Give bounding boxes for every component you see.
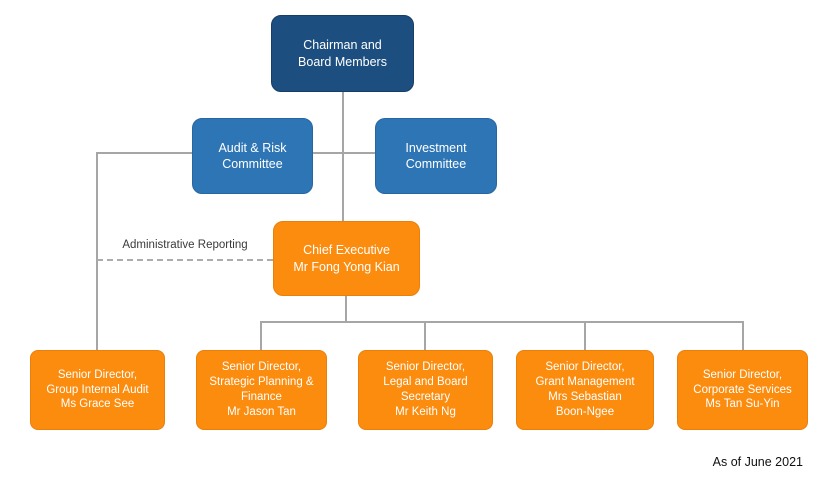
node-label: Investment Committee xyxy=(405,140,467,171)
node-senior-director-legal-board-secretary: Senior Director, Legal and Board Secreta… xyxy=(358,350,493,430)
connector-drop-grant-management xyxy=(584,321,586,350)
node-senior-director-corporate-services: Senior Director, Corporate Services Ms T… xyxy=(677,350,808,430)
connector-between-committees xyxy=(313,152,375,154)
node-audit-risk-committee: Audit & Risk Committee xyxy=(192,118,313,194)
connector-chief-executive-down xyxy=(345,296,347,322)
node-senior-director-grant-management: Senior Director, Grant Management Mrs Se… xyxy=(516,350,654,430)
node-label: Senior Director, Group Internal Audit Ms… xyxy=(46,368,149,411)
connector-left-vertical-to-internal-audit xyxy=(96,152,98,350)
node-label: Chief Executive Mr Fong Yong Kian xyxy=(293,243,400,274)
connector-directors-horizontal xyxy=(260,321,744,323)
node-label: Senior Director, Strategic Planning & Fi… xyxy=(209,361,314,418)
administrative-reporting-label: Administrative Reporting xyxy=(122,239,248,251)
connector-audit-committee-left xyxy=(96,152,192,154)
administrative-reporting-dashed-line xyxy=(97,259,273,261)
connector-chairman-to-chief-executive xyxy=(342,92,344,221)
node-label: Senior Director, Grant Management Mrs Se… xyxy=(535,361,635,418)
node-investment-committee: Investment Committee xyxy=(375,118,497,194)
node-label: Senior Director, Legal and Board Secreta… xyxy=(383,361,468,418)
as-of-date-note: As of June 2021 xyxy=(712,455,803,469)
node-chairman-board-members: Chairman and Board Members xyxy=(271,15,414,92)
node-label: Senior Director, Corporate Services Ms T… xyxy=(693,368,792,411)
node-senior-director-strategic-planning-finance: Senior Director, Strategic Planning & Fi… xyxy=(196,350,327,430)
node-label: Chairman and Board Members xyxy=(298,38,387,69)
connector-drop-strategic-planning xyxy=(260,321,262,350)
connector-drop-legal xyxy=(424,321,426,350)
node-senior-director-group-internal-audit: Senior Director, Group Internal Audit Ms… xyxy=(30,350,165,430)
node-chief-executive: Chief Executive Mr Fong Yong Kian xyxy=(273,221,420,296)
node-label: Audit & Risk Committee xyxy=(218,140,287,171)
connector-drop-corporate-services xyxy=(742,321,744,350)
